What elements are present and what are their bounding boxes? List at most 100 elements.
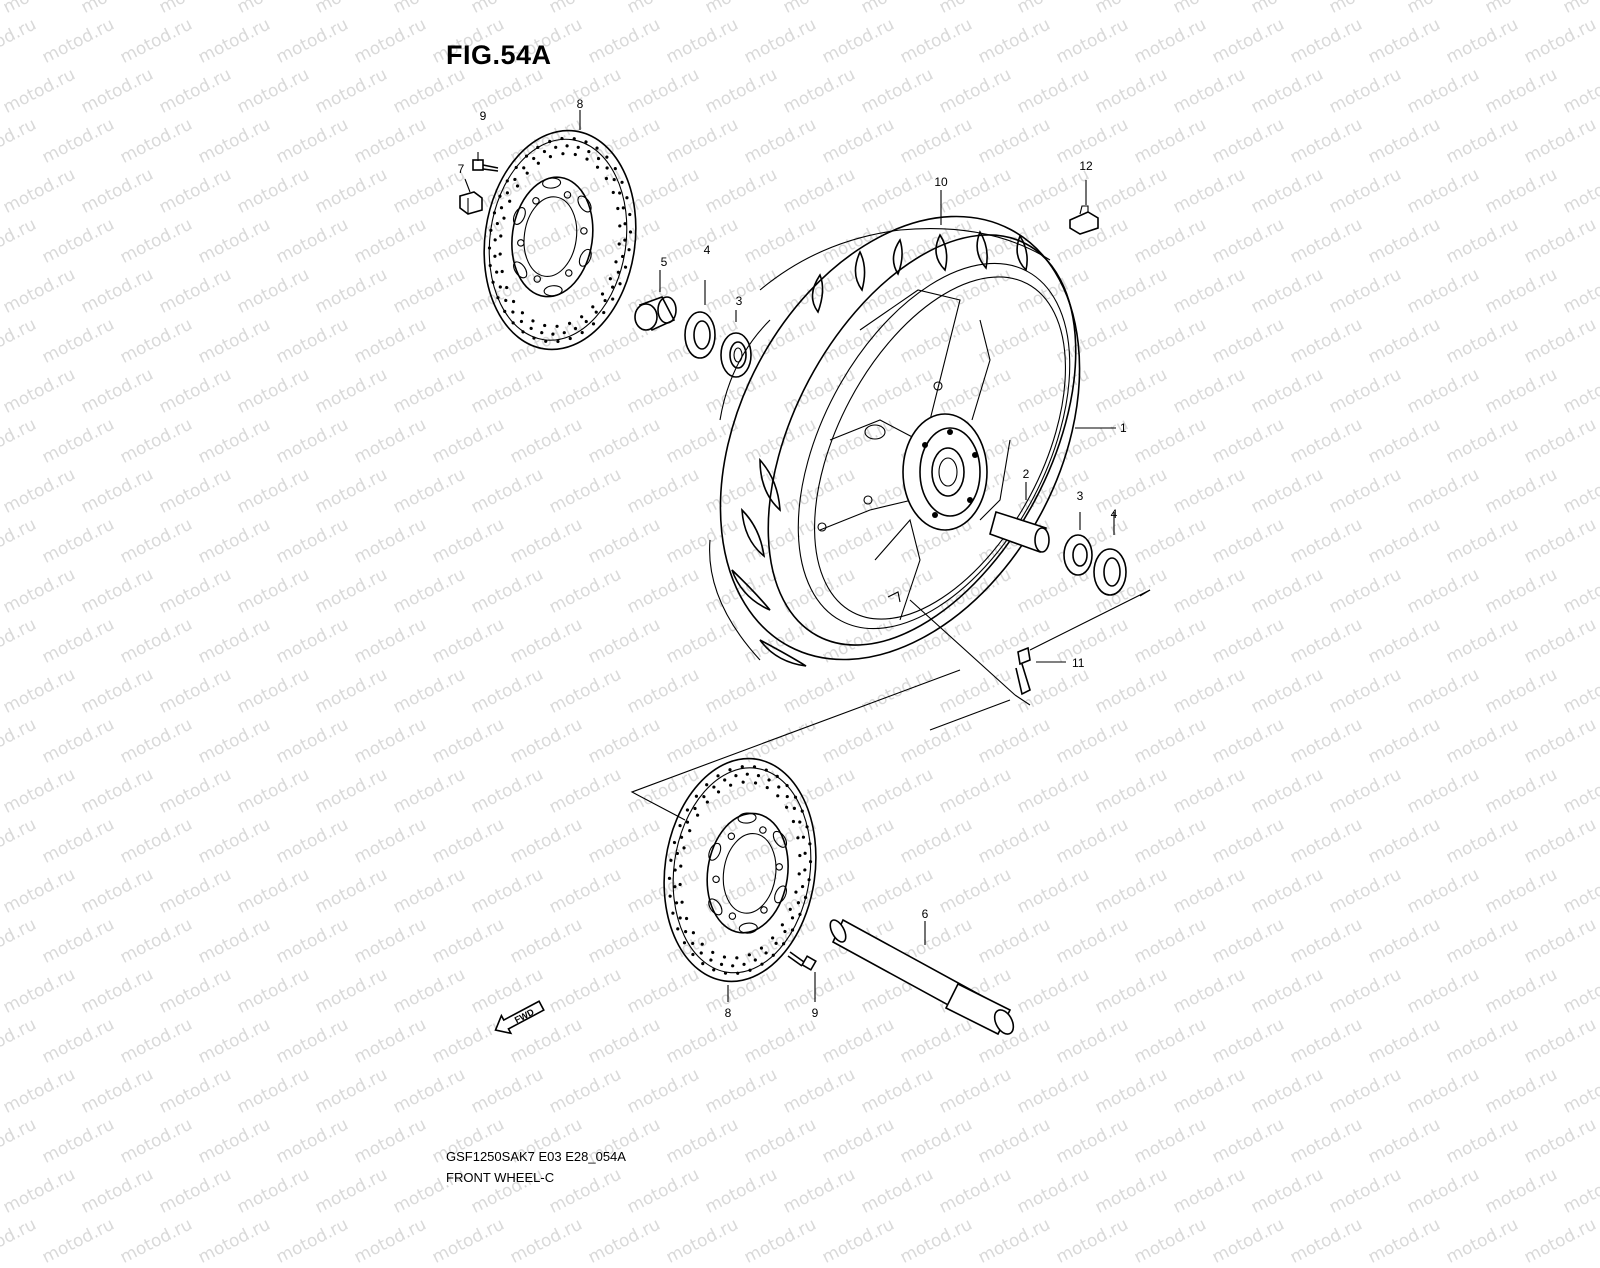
- disc-drill-hole: [760, 962, 764, 966]
- disc-drill-hole: [673, 868, 677, 872]
- valve: [1015, 646, 1066, 696]
- nut: [459, 178, 483, 215]
- disc-carrier-slot: [577, 195, 592, 213]
- front-axle: [829, 918, 1015, 1036]
- disc-drill-hole: [567, 321, 572, 325]
- disc-drill-hole: [565, 144, 569, 148]
- disc-drill-hole: [594, 310, 598, 314]
- disc-drill-hole: [531, 319, 535, 323]
- disc-drill-hole: [712, 785, 716, 789]
- oil-seal-lower: [1093, 512, 1127, 596]
- disc-drill-hole: [505, 191, 509, 195]
- disc-drill-hole: [521, 330, 525, 334]
- disc-drill-hole: [621, 254, 625, 259]
- disc-drill-hole: [580, 330, 584, 335]
- disc-drill-hole: [548, 155, 553, 159]
- disc-drill-hole: [529, 326, 533, 331]
- disc-drill-hole: [628, 212, 632, 217]
- leader-lines: [579, 110, 1116, 1002]
- disc-drill-hole: [764, 768, 768, 772]
- disc-drill-hole: [568, 336, 572, 341]
- disc-mount-hole: [775, 863, 783, 871]
- disc-drill-hole: [618, 224, 622, 228]
- watermark-text: motod.ru: [585, 1214, 664, 1268]
- disc-drill-hole: [682, 941, 687, 945]
- callout-8-upper: 8: [577, 97, 584, 111]
- disc-drill-hole: [712, 968, 716, 972]
- disc-drill-hole: [612, 177, 616, 182]
- callout-12: 12: [1079, 159, 1093, 173]
- disc-drill-hole: [791, 819, 796, 824]
- disc-drill-hole: [694, 794, 699, 798]
- callout-1: 1: [1120, 421, 1127, 435]
- disc-drill-hole: [719, 962, 724, 966]
- disc-drill-hole: [591, 322, 596, 326]
- disc-drill-hole: [573, 326, 578, 331]
- disc-drill-hole: [696, 813, 700, 817]
- disc-drill-hole: [573, 152, 577, 157]
- disc-drill-hole: [741, 780, 745, 784]
- disc-drill-hole: [613, 167, 617, 171]
- disc-drill-hole: [499, 234, 503, 238]
- disc-drill-hole: [673, 885, 677, 889]
- disc-drill-hole: [691, 931, 695, 935]
- disc-carrier-slot: [512, 207, 526, 225]
- disc-carrier-slot: [513, 261, 528, 279]
- disc-drill-hole: [620, 180, 624, 184]
- disc-mount-hole: [580, 227, 588, 235]
- watermark-text: motod.ru: [1443, 1214, 1522, 1268]
- disc-drill-hole: [669, 858, 673, 862]
- disc-drill-hole: [808, 860, 813, 864]
- fwd-arrow-icon: FWD: [494, 1000, 545, 1035]
- disc-drill-hole: [536, 145, 540, 150]
- watermark-text: motod.ru: [1209, 1214, 1288, 1268]
- disc-drill-hole: [684, 916, 689, 921]
- disc-drill-hole: [611, 190, 615, 195]
- disc-drill-hole: [685, 808, 690, 812]
- watermark-text: motod.ru: [351, 1214, 430, 1268]
- bearing-lower: [1063, 512, 1093, 576]
- disc-drill-hole: [498, 285, 502, 289]
- disc-drill-hole: [556, 339, 560, 344]
- disc-drill-hole: [785, 794, 789, 799]
- disc-drill-hole: [771, 936, 775, 940]
- disc-drill-hole: [500, 269, 504, 274]
- disc-drill-hole: [503, 309, 507, 313]
- disc-drill-hole: [502, 216, 506, 220]
- disc-drill-hole: [783, 929, 787, 934]
- disc-drill-hole: [685, 820, 690, 824]
- disc-drill-hole: [771, 953, 775, 957]
- disc-drill-hole: [793, 795, 798, 799]
- disc-drill-hole: [595, 165, 600, 169]
- disc-drill-hole: [701, 962, 705, 966]
- watermark-text: motod.ru: [1365, 1214, 1444, 1268]
- bearing-upper: [720, 310, 752, 378]
- disc-drill-hole: [800, 809, 804, 813]
- watermark-text: motod.ru: [0, 1214, 40, 1268]
- disc-drill-hole: [623, 222, 627, 226]
- exploded-parts-diagram: FWD 8 9 7 5 4 3 10 12 1 2 3 4 11 6 8 9: [458, 97, 1151, 1036]
- disc-drill-hole: [792, 806, 796, 810]
- brake-disc-upper: [483, 129, 637, 351]
- oil-seal-upper: [684, 280, 716, 359]
- disc-drill-hole: [740, 765, 744, 769]
- disc-drill-hole: [748, 968, 752, 972]
- disc-drill-hole: [548, 139, 552, 144]
- disc-drill-hole: [600, 292, 605, 296]
- watermark-text: motod.ru: [117, 1214, 196, 1268]
- disc-carrier-slot: [774, 885, 788, 904]
- disc-drill-hole: [798, 820, 802, 824]
- disc-drill-hole: [759, 946, 764, 950]
- disc-drill-hole: [543, 323, 547, 328]
- disc-drill-hole: [682, 846, 686, 850]
- disc-carrier-slot: [543, 285, 563, 297]
- disc-drill-hole: [614, 260, 618, 264]
- callout-5: 5: [661, 255, 668, 269]
- disc-bolt-lower: [787, 951, 817, 1002]
- disc-drill-hole: [493, 254, 497, 258]
- disc-drill-hole: [496, 296, 500, 300]
- disc-drill-hole: [745, 772, 749, 776]
- callout-6: 6: [922, 907, 929, 921]
- disc-drill-hole: [492, 211, 497, 215]
- disc-drill-hole: [794, 890, 798, 894]
